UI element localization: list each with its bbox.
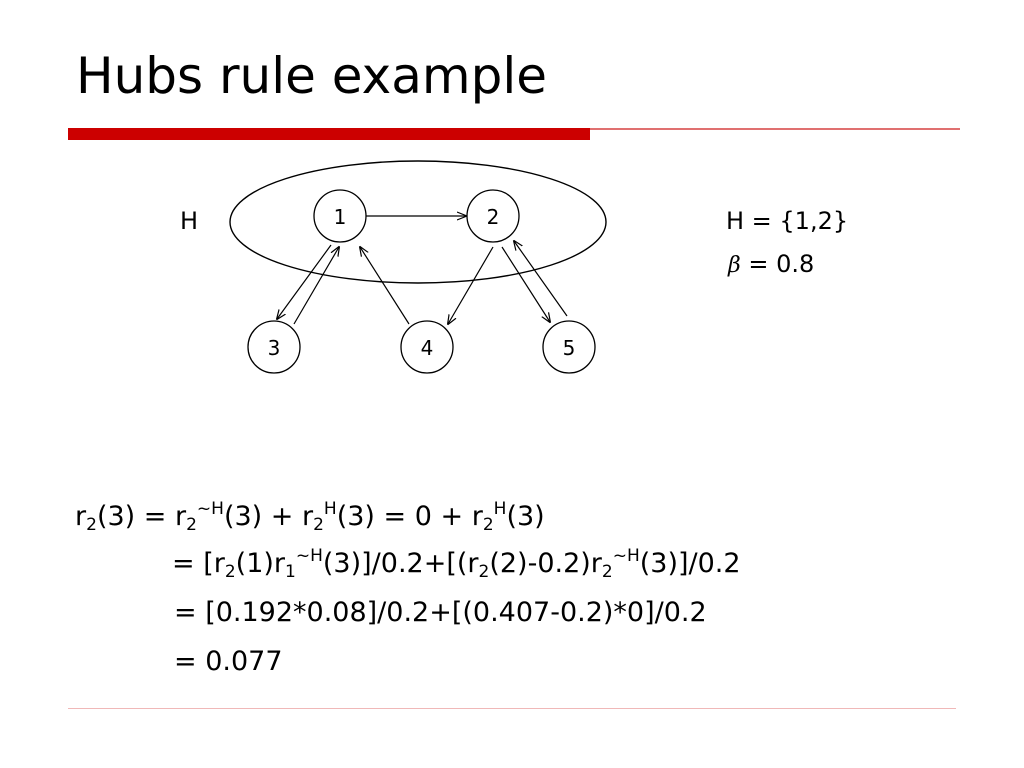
node-2: 2	[466, 189, 520, 243]
edge-4-1	[360, 247, 410, 325]
node-5-label: 5	[563, 336, 576, 360]
formula-line-3: = [0.192*0.08]/0.2+[(0.407-0.2)*0]/0.2	[174, 597, 707, 628]
node-1-label: 1	[334, 205, 347, 229]
node-1: 1	[313, 189, 367, 243]
hub-graph-diagram: H 1 2 3 4 5	[180, 160, 607, 374]
edge-2-4	[448, 246, 494, 324]
formula-line-1: r2(3) = r2~H(3) + r2H(3) = 0 + r2H(3)	[75, 499, 545, 535]
title-accent-line	[590, 128, 960, 130]
node-4-label: 4	[421, 336, 434, 360]
node-3-label: 3	[268, 336, 281, 360]
edge-3-1	[293, 247, 339, 325]
beta-value: = 0.8	[740, 250, 815, 278]
beta-definition: β = 0.8	[728, 249, 814, 281]
node-5: 5	[542, 320, 596, 374]
beta-symbol: β	[728, 253, 741, 278]
hub-set-ellipse	[229, 160, 607, 284]
title-accent-bar	[68, 128, 590, 140]
edge-2-5	[501, 246, 550, 322]
footer-rule	[68, 708, 956, 709]
formula-line-4: = 0.077	[174, 646, 283, 677]
formula-line-2: = [r2(1)r1~H(3)]/0.2+[(r2(2)-0.2)r2~H(3)…	[172, 546, 741, 582]
hub-set-label: H	[180, 207, 198, 235]
node-2-label: 2	[487, 205, 500, 229]
node-3: 3	[247, 320, 301, 374]
slide-title: Hubs rule example	[76, 47, 547, 105]
node-4: 4	[400, 320, 454, 374]
hub-set-definition: H = {1,2}	[726, 207, 849, 235]
edge-5-2	[514, 241, 568, 317]
edge-1-3	[277, 244, 332, 319]
